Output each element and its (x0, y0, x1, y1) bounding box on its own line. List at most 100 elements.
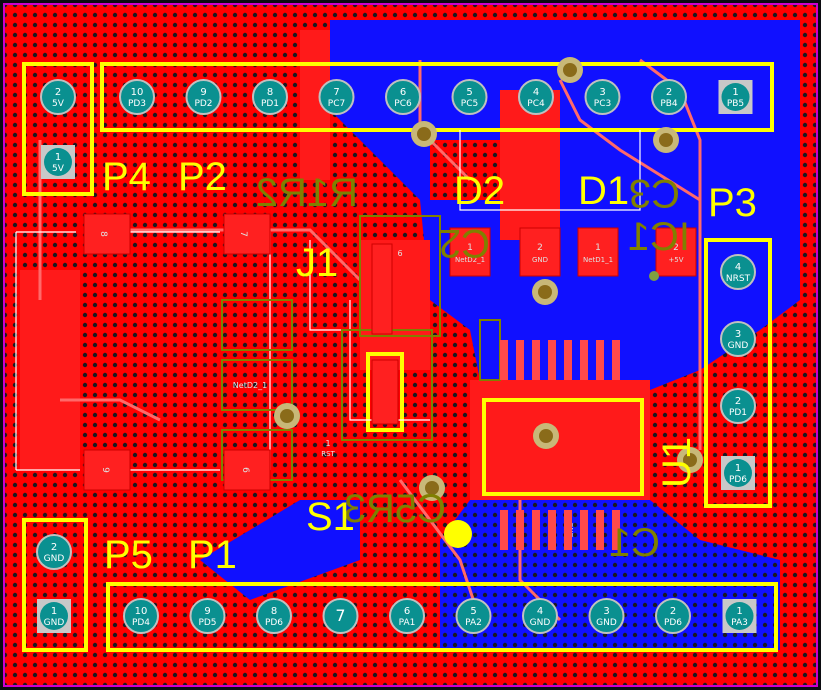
p1-pin-name: PD5 (198, 618, 216, 628)
label-d2: D2 (454, 169, 505, 213)
p5-outline (22, 518, 88, 652)
p1-pin-number: 5 (470, 606, 476, 617)
p1-pin-number: 2 (670, 606, 676, 617)
label-j1: J1 (296, 241, 338, 285)
p3-pin-number: 1 (735, 463, 741, 474)
vias (274, 57, 703, 548)
p2-pin-number: 7 (333, 87, 339, 98)
label-p5: P5 (104, 533, 153, 577)
p1-pin-number: 10 (135, 606, 148, 617)
d1-pad-2-net: +5V (668, 256, 683, 264)
component-courtyards (15, 130, 641, 471)
top-copper-traces (20, 30, 650, 500)
smd-pad-9 (83, 449, 131, 491)
p3-pin-name: GND (728, 341, 749, 351)
d2-pad-2-num: 2 (537, 243, 543, 253)
d1-pad-1-num: 1 (595, 243, 601, 253)
d1-pad-2-num: 2 (673, 243, 679, 253)
p2-pin-number: 6 (400, 87, 406, 98)
p1-pin-number: 8 (271, 606, 277, 617)
label-c2: C2 (439, 221, 490, 265)
d2-pad-1 (449, 227, 491, 277)
label-p1: P1 (188, 533, 237, 577)
p2-pin-name: PD3 (128, 99, 146, 109)
p1-pin-name: PD4 (132, 618, 150, 628)
p3-outline (704, 238, 772, 508)
smd-pad-8 (83, 213, 131, 255)
p4-pin-number: 1 (55, 152, 61, 163)
p2-pin-number: 3 (599, 87, 605, 98)
p4-pin-2: 25V (40, 79, 76, 115)
p5-pin-number: 2 (51, 542, 57, 553)
p1-pin-name: PD6 (664, 618, 682, 628)
p2-pin-name: PC7 (328, 99, 345, 109)
p2-outline (100, 62, 774, 132)
label-c5r3: C5R3 (344, 487, 446, 531)
p4-pin-1: 15V (41, 145, 75, 179)
p1-pin-number: 6 (404, 606, 410, 617)
p2-pin-number: 2 (666, 87, 672, 98)
p1-pin-number: 4 (537, 606, 543, 617)
p4-pin-number: 2 (55, 87, 61, 98)
label-p2: P2 (178, 155, 227, 199)
label-c1: C1 (609, 521, 660, 565)
p3-pin-name: PD1 (729, 408, 747, 418)
rst-net: RST (321, 450, 335, 458)
p2-pin-number: 4 (533, 87, 539, 98)
p2-pin-number: 9 (200, 87, 206, 98)
netd2-label: NetD2_1 (233, 381, 267, 390)
label-ic1: IC1 (628, 215, 690, 259)
p1-pin-number: 3 (603, 606, 609, 617)
p2-pin-name: PC3 (594, 99, 611, 109)
pin1-marker-small (649, 271, 659, 281)
d2-pad-2 (519, 227, 561, 277)
p1-pin-number: 7 (335, 606, 345, 625)
p1-pin-name: PD6 (265, 618, 283, 628)
p2-pin-name: PC5 (461, 99, 478, 109)
label-p3: P3 (708, 181, 757, 225)
p3-pin-name: PD6 (729, 475, 747, 485)
p4-pin-name: 5V (52, 164, 65, 174)
d1-pad-2 (655, 227, 697, 277)
smd-pad-7-label: 7 (238, 231, 248, 237)
u1-outline (482, 398, 644, 496)
p2-pin-name: PC4 (527, 99, 545, 109)
p1-pin-name: PA3 (731, 618, 748, 628)
d2-pad-1-num: 1 (467, 243, 473, 253)
p2-pin-name: PB5 (727, 99, 744, 109)
p2-header-pads: 10PD39PD28PD17PC76PC65PC54PC43PC32PB41PB… (119, 79, 753, 115)
label-p4: P4 (102, 155, 151, 199)
label-r1r2: R1R2 (256, 171, 358, 215)
p3-pin-number: 4 (735, 262, 741, 273)
p2-pin-name: PD1 (261, 99, 279, 109)
p3-pin-number: 3 (735, 329, 741, 340)
j1-pin-6: 6 (397, 249, 402, 258)
p2-pin-number: 1 (732, 87, 738, 98)
p1-pin-number: 9 (204, 606, 210, 617)
ic-pins (500, 340, 620, 550)
p5-pin-name: GND (44, 554, 65, 564)
p3-pin-number: 2 (735, 396, 741, 407)
j1-pad (371, 243, 393, 335)
p1-pin-number: 1 (736, 606, 742, 617)
s1-pad (371, 359, 399, 425)
